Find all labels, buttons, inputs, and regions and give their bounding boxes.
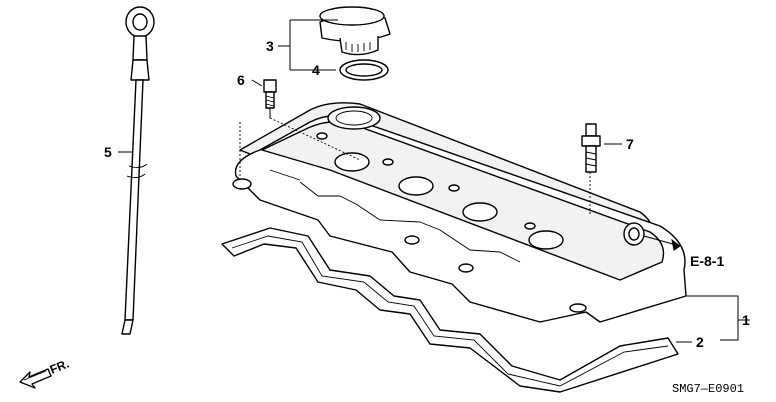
leader-lines xyxy=(118,19,750,343)
filler-cap-o-ring xyxy=(339,59,389,81)
front-direction-arrow-icon xyxy=(19,368,52,389)
reference-e-8-1[interactable]: E-8-1 xyxy=(690,253,724,269)
callout-5: 5 xyxy=(104,144,112,160)
callout-4: 4 xyxy=(312,62,320,78)
oil-dipstick xyxy=(121,6,155,335)
callout-1: 1 xyxy=(742,312,750,328)
cover-bolt xyxy=(263,79,277,109)
front-direction-label: FR. xyxy=(48,357,71,377)
cylinder-head-cover xyxy=(232,102,687,323)
callout-6: 6 xyxy=(237,72,245,88)
diagram-code: SMG7—E0901 xyxy=(672,382,744,396)
oil-filler-cap xyxy=(319,6,391,56)
breather-bolt xyxy=(581,123,601,173)
callout-3: 3 xyxy=(266,38,274,54)
callout-2: 2 xyxy=(696,334,704,350)
head-cover-gasket xyxy=(221,227,679,393)
callout-7: 7 xyxy=(626,136,634,152)
